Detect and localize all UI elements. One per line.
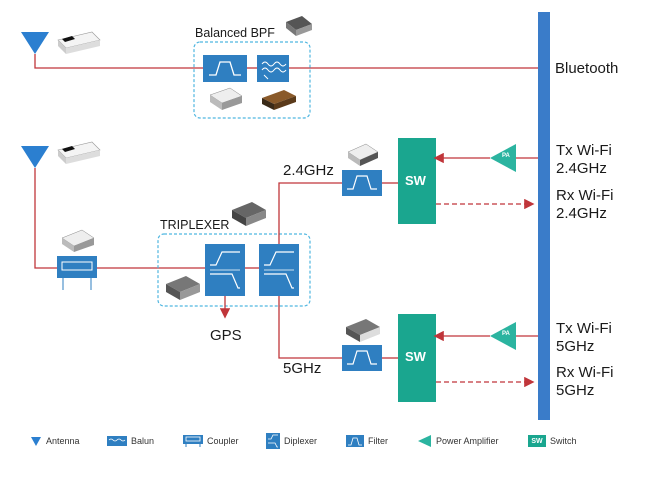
- power-amplifier-5ghz: [490, 322, 516, 350]
- pa-label-24ghz: PA: [502, 153, 510, 159]
- legend-switch: SW Switch: [528, 428, 577, 454]
- balanced-bpf-title: Balanced BPF: [195, 26, 275, 40]
- legend-switch-label: Switch: [550, 436, 577, 446]
- tx-wifi-24-line1: Tx Wi-Fi: [556, 142, 612, 159]
- rx-wifi-24-line2: 2.4GHz: [556, 205, 607, 222]
- triplexer-chip-image-2: [166, 276, 200, 300]
- legend-diplexer: Diplexer: [266, 428, 317, 454]
- diplexer-icon: [266, 433, 280, 449]
- filter-block-5ghz: [342, 345, 382, 371]
- filter-block-24ghz: [342, 170, 382, 196]
- freq-5ghz-label: 5GHz: [283, 360, 322, 377]
- legend-power-amplifier-label: Power Amplifier: [436, 436, 499, 446]
- filter-block: [203, 55, 247, 82]
- balun-block: [257, 55, 289, 82]
- legend-coupler-label: Coupler: [207, 436, 239, 446]
- triplexer-title: TRIPLEXER: [160, 218, 230, 232]
- gps-label: GPS: [210, 327, 242, 344]
- legend-coupler: Coupler: [183, 428, 239, 454]
- antenna-icon: [21, 32, 49, 54]
- balanced-bpf-group: [193, 41, 311, 119]
- rx-wifi-5-line1: Rx Wi-Fi: [556, 364, 614, 381]
- bpf-chip-image-2: [209, 87, 243, 110]
- pa-label-5ghz: PA: [502, 331, 510, 337]
- rx-wifi-24-line1: Rx Wi-Fi: [556, 187, 614, 204]
- triplexer-chip-image-1: [232, 202, 266, 226]
- bpf-chip-image-3: [262, 90, 296, 110]
- legend-antenna-label: Antenna: [46, 436, 80, 446]
- triplexer-group: [157, 233, 311, 307]
- bpf-chip-image-1: [286, 16, 312, 36]
- switch-label-5ghz: SW: [405, 349, 426, 364]
- antenna-chip-image: [57, 31, 101, 54]
- filter-chip-image-24ghz: [347, 143, 379, 166]
- freq-24ghz-label: 2.4GHz: [283, 162, 334, 179]
- antenna-chip-image-2: [57, 141, 101, 164]
- legend-antenna: Antenna: [30, 428, 80, 454]
- rx-wifi-5-line2: 5GHz: [556, 382, 595, 399]
- filter-chip-image-5ghz: [346, 319, 380, 342]
- legend-power-amplifier: Power Amplifier: [418, 428, 499, 454]
- coupler-chip-image: [61, 229, 95, 252]
- legend-filter-label: Filter: [368, 436, 388, 446]
- antenna-icon-2: [21, 146, 49, 168]
- coupler-icon: [183, 435, 203, 447]
- legend-diplexer-label: Diplexer: [284, 436, 318, 446]
- switch-block-24ghz: [398, 138, 436, 224]
- switch-icon: SW: [528, 435, 546, 447]
- power-amplifier-icon: [418, 435, 431, 447]
- switch-block-5ghz: [398, 314, 436, 402]
- diplexer-block-2: [259, 244, 299, 296]
- power-amplifier-24ghz: [490, 144, 516, 172]
- legend-filter: Filter: [346, 428, 388, 454]
- bluetooth-label: Bluetooth: [555, 60, 619, 77]
- legend-balun-label: Balun: [131, 436, 155, 446]
- coupler-block: [57, 256, 97, 290]
- tx-wifi-5-line1: Tx Wi-Fi: [556, 320, 612, 337]
- legend-balun: Balun: [107, 428, 154, 454]
- tx-wifi-5-line2: 5GHz: [556, 338, 595, 355]
- system-bus-bar: [538, 12, 550, 420]
- diplexer-block-1: [205, 244, 245, 296]
- tx-wifi-24-line2: 2.4GHz: [556, 160, 607, 177]
- switch-label-24ghz: SW: [405, 173, 426, 188]
- antenna-icon: [31, 437, 41, 446]
- filter-icon: [346, 435, 364, 447]
- balun-icon: [107, 436, 127, 446]
- legend: Antenna Balun Coupler Diplexer Filter Po…: [0, 428, 647, 454]
